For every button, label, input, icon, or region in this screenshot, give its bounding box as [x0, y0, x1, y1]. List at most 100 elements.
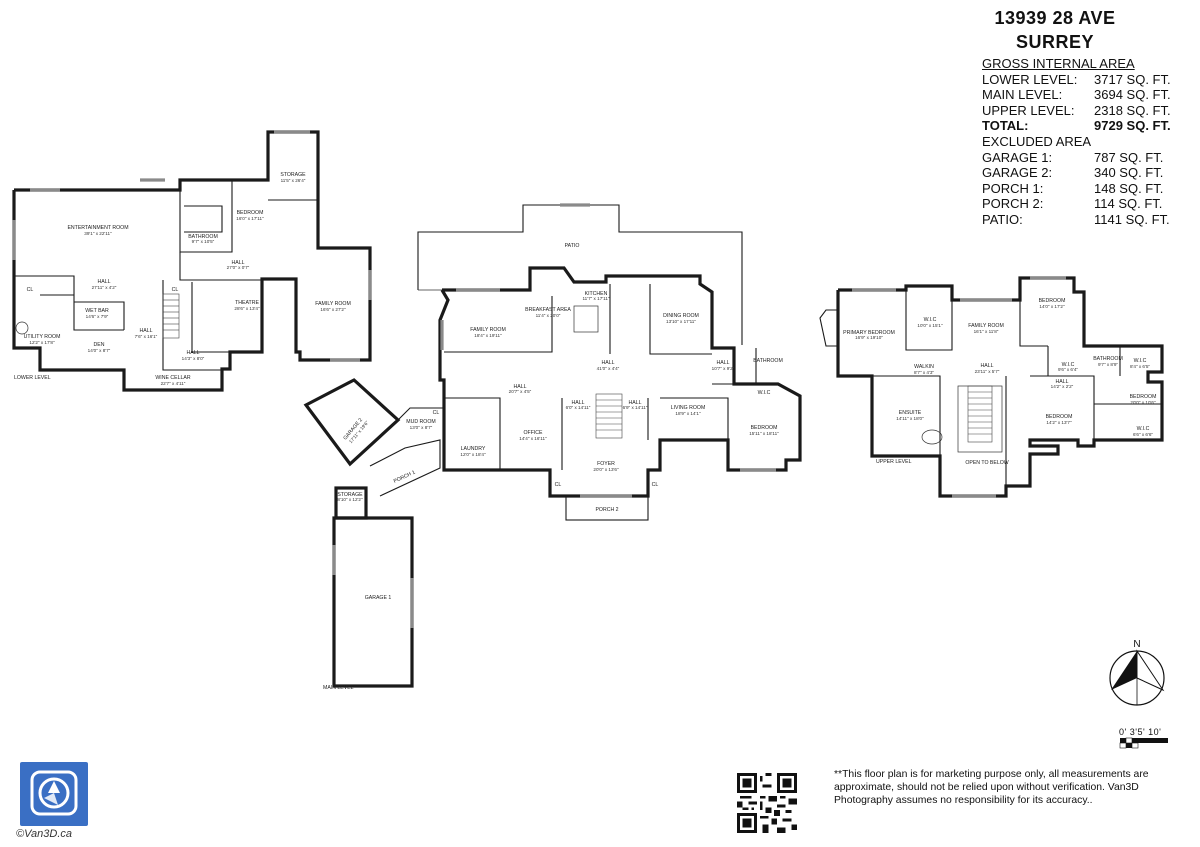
- area-label: TOTAL:: [982, 118, 1029, 134]
- room-hall-lower-top-dim: 27'0" x 0'7": [227, 265, 250, 270]
- room-hall-main-center-dim: 41'0" x 4'4": [597, 366, 620, 371]
- area-row-upper: UPPER LEVEL: 2318 SQ. FT.: [982, 103, 1171, 119]
- room-hall-lower-bot-dim: 14'3" x 8'0": [182, 356, 205, 361]
- room-family-upper-dim: 16'1" x 11'8": [974, 329, 999, 334]
- room-primary-bedroom-dim: 16'9" x 19'10": [855, 335, 883, 340]
- room-family-lower-dim: 16'6" x 27'2": [320, 307, 346, 312]
- address-line-1: 13939 28 AVE: [994, 8, 1116, 28]
- room-hall-upper-b: HALL: [1056, 379, 1069, 385]
- room-wine-cellar: WINE CELLAR: [155, 375, 190, 381]
- closet-label-main-c: CL: [652, 482, 659, 488]
- area-value: 148 SQ. FT.: [1094, 180, 1164, 196]
- area-value: 9729 SQ. FT.: [1094, 118, 1171, 134]
- room-bathroom-lower-dim: 9'7" x 10'5": [192, 239, 215, 244]
- room-wic-upper-c-dim: 8'4" x 6'5": [1130, 364, 1150, 369]
- room-bedroom-upper-a-dim: 14'0" x 17'2": [1039, 304, 1065, 309]
- room-hall-main-left-dim: 20'7" x 4'5": [509, 389, 532, 394]
- room-wic-upper-a-dim: 10'0" x 15'1": [917, 323, 943, 328]
- room-ensuite-dim: 14'11" x 18'0": [896, 416, 924, 421]
- area-row-porch-2: PORCH 2: 114 SQ. FT.: [982, 196, 1171, 212]
- room-living-dim: 18'9" x 14'1": [675, 411, 701, 416]
- room-bedroom-upper-b: BEDROOM: [1130, 394, 1157, 400]
- lower-level-plan: STORAGE 11'5" x 26'4" ENTERTAINMENT ROOM…: [12, 130, 372, 392]
- room-foyer-dim: 20'0" x 13'6": [593, 467, 619, 472]
- room-primary-bedroom: PRIMARY BEDROOM: [843, 330, 895, 336]
- room-hall-main-b: HALL: [629, 400, 642, 406]
- room-bedroom-upper-a: BEDROOM: [1039, 298, 1066, 304]
- area-value: 3717 SQ. FT.: [1094, 71, 1171, 87]
- room-entertainment: ENTERTAINMENT ROOM: [67, 225, 128, 231]
- room-theatre-dim: 28'6" x 13'4": [234, 306, 260, 311]
- room-storage-main-dim: 8'10" x 12'2": [337, 497, 363, 502]
- room-bedroom-lower: BEDROOM: [237, 210, 264, 216]
- closet-label-main-b: CL: [555, 482, 562, 488]
- area-open-to-below: OPEN TO BELOW: [965, 460, 1008, 466]
- level-label-main: MAIN LEVEL: [323, 685, 354, 691]
- room-kitchen: KITCHEN: [585, 291, 608, 297]
- room-mud: MUD ROOM: [406, 419, 435, 425]
- room-hall-lower-top: HALL: [232, 260, 245, 266]
- area-porch-2: PORCH 2: [595, 507, 618, 513]
- area-value: 3694 SQ. FT.: [1094, 87, 1171, 103]
- room-storage-lower-dim: 11'5" x 26'4": [281, 178, 306, 183]
- area-value: 340 SQ. FT.: [1094, 165, 1164, 181]
- gross-area-heading: GROSS INTERNAL AREA: [982, 56, 1135, 71]
- room-dining-dim: 13'10" x 17'11": [666, 319, 696, 324]
- room-bathroom-upper: BATHROOM: [1093, 356, 1123, 362]
- room-office: OFFICE: [523, 430, 543, 436]
- room-bedroom-upper-c: BEDROOM: [1046, 414, 1073, 420]
- north-compass-icon: N: [1109, 639, 1165, 706]
- disclaimer-text: **This floor plan is for marketing purpo…: [834, 769, 1149, 806]
- room-living: LIVING ROOM: [671, 405, 706, 411]
- room-hall-main-right-dim: 10'7" x 9'2": [712, 366, 735, 371]
- room-hall-lower-mid: HALL: [98, 279, 111, 285]
- room-bedroom-upper-b-dim: 20'0" x 10'6": [1130, 400, 1156, 405]
- area-summary: GROSS INTERNAL AREA LOWER LEVEL: 3717 SQ…: [982, 56, 1171, 228]
- room-walkin-dim: 8'7" x 4'3": [914, 370, 934, 375]
- room-wine-cellar-dim: 22'7" x 4'11": [161, 381, 186, 386]
- area-row-total: TOTAL: 9729 SQ. FT.: [982, 118, 1171, 134]
- room-garage-1: GARAGE 1: [365, 595, 392, 601]
- room-hall-main-right: HALL: [717, 360, 730, 366]
- scale-labels: 0' 3'5' 10': [1119, 727, 1162, 737]
- room-office-dim: 14'4" x 16'11": [519, 436, 547, 441]
- room-hall-lower-mid-dim: 27'11" x 4'2": [92, 285, 117, 290]
- room-family-main-dim: 18'4" x 19'11": [474, 333, 502, 338]
- level-label-upper: UPPER LEVEL: [876, 459, 912, 465]
- room-storage-lower: STORAGE: [280, 172, 306, 178]
- area-label: PORCH 2:: [982, 196, 1044, 212]
- van3d-logo: [20, 762, 88, 826]
- excluded-area-heading: EXCLUDED AREA: [982, 133, 1092, 149]
- room-family-main: FAMILY ROOM: [470, 327, 506, 333]
- room-storage-main: STORAGE: [337, 492, 363, 498]
- area-label: PATIO:: [982, 211, 1023, 227]
- compass-north-label: N: [1133, 639, 1140, 650]
- room-wic-upper-b: W.I.C: [1062, 362, 1075, 368]
- room-wic-main: W.I.C: [758, 390, 771, 396]
- room-wic-upper-d: W.I.C: [1137, 426, 1150, 432]
- room-wic-upper-c: W.I.C: [1134, 358, 1147, 364]
- main-level-plan: PATIO BREAKFAST AREA 11'4" x 20'0" KITCH…: [303, 203, 802, 691]
- upper-level-plan: PRIMARY BEDROOM 16'9" x 19'10" W.I.C 10'…: [819, 276, 1164, 498]
- area-row-garage-2: GARAGE 2: 340 SQ. FT.: [982, 165, 1171, 181]
- area-patio: PATIO: [565, 243, 580, 249]
- level-label-lower: LOWER LEVEL: [14, 375, 51, 381]
- room-ensuite: ENSUITE: [899, 410, 922, 416]
- room-den: DEN: [94, 342, 105, 348]
- area-label: MAIN LEVEL:: [982, 87, 1063, 103]
- room-bedroom-main: BEDROOM: [751, 425, 778, 431]
- camera-aperture-icon: [30, 770, 78, 816]
- room-wic-upper-b-dim: 9'6" x 6'4": [1058, 367, 1078, 372]
- area-value: 114 SQ. FT.: [1094, 196, 1163, 212]
- area-value: 2318 SQ. FT.: [1094, 102, 1171, 118]
- room-hall-main-a-dim: 6'0" x 14'11": [566, 405, 591, 410]
- address-line-2: SURREY: [1015, 32, 1094, 52]
- room-hall-main-b-dim: 6'9" x 14'11": [623, 405, 648, 410]
- area-row-main: MAIN LEVEL: 3694 SQ. FT.: [982, 87, 1171, 103]
- room-kitchen-dim: 11'7" x 17'11": [582, 296, 609, 301]
- room-hall-lower-bot: HALL: [187, 350, 200, 356]
- room-breakfast-dim: 11'4" x 20'0": [536, 313, 561, 318]
- room-hall-main-left: HALL: [514, 384, 527, 390]
- scale-bar-icon: [1119, 737, 1168, 749]
